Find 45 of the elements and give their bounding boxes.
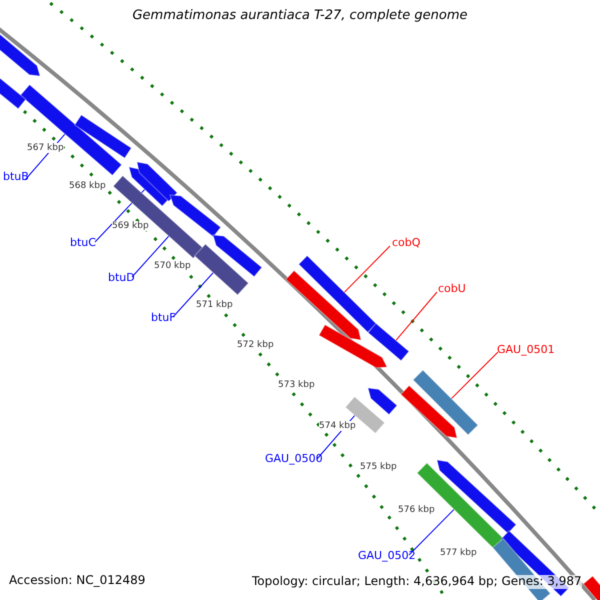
leader-line [450, 352, 498, 400]
tick-label: 574 kbp [319, 421, 356, 432]
gene-block [400, 384, 458, 439]
tick-label: 573 kbp [278, 380, 315, 390]
gene-block [367, 322, 410, 362]
tick-label: 569 kbp [112, 221, 149, 232]
gene-label: GAU_0500 [265, 453, 323, 466]
gene-label: btuF [151, 312, 176, 325]
gene-block [412, 369, 479, 436]
gene-block [582, 575, 600, 600]
tick-label: 575 kbp [360, 462, 397, 472]
tick-label: 567 kbp [27, 143, 64, 154]
gene-block [169, 194, 222, 238]
leader-line [344, 246, 390, 293]
leader-line [395, 292, 438, 341]
gene-block [298, 255, 377, 333]
info-text: Topology: circular; Length: 4,636,964 bp; Genes: 3,987 [252, 575, 582, 589]
tick-label: 568 kbp [69, 181, 106, 192]
gene-block [74, 114, 132, 159]
gene-label: btuD [108, 272, 135, 285]
gene-block [212, 234, 262, 278]
gene-block [194, 243, 250, 296]
gene-label: GAU_0501 [497, 344, 555, 357]
leader-line [172, 272, 214, 318]
info-text: Accession: NC_012489 [9, 574, 146, 588]
gene-label: btuC [70, 237, 96, 250]
tick-label: 572 kbp [237, 340, 274, 350]
gene-block [436, 459, 517, 534]
gene-block [0, 76, 26, 110]
gene-block [285, 270, 362, 341]
tick-label: 570 kbp [154, 261, 191, 272]
title: Gemmatimonas aurantiaca T-27, complete genome [131, 9, 469, 24]
tick-label: 577 kbp [440, 548, 477, 558]
gene-block [367, 387, 398, 416]
tick-label: 571 kbp [196, 300, 233, 310]
gene-label: btuB [3, 171, 29, 184]
gene-block [136, 161, 178, 202]
gene-label: cobU [438, 283, 466, 296]
gene-block [112, 175, 204, 259]
leader-line [132, 236, 170, 278]
gene-block [318, 324, 388, 368]
gene-label: GAU_0502 [358, 550, 416, 563]
tick-label: 576 kbp [398, 505, 435, 516]
gene-label: cobQ [392, 237, 420, 250]
leader-line [408, 508, 454, 556]
